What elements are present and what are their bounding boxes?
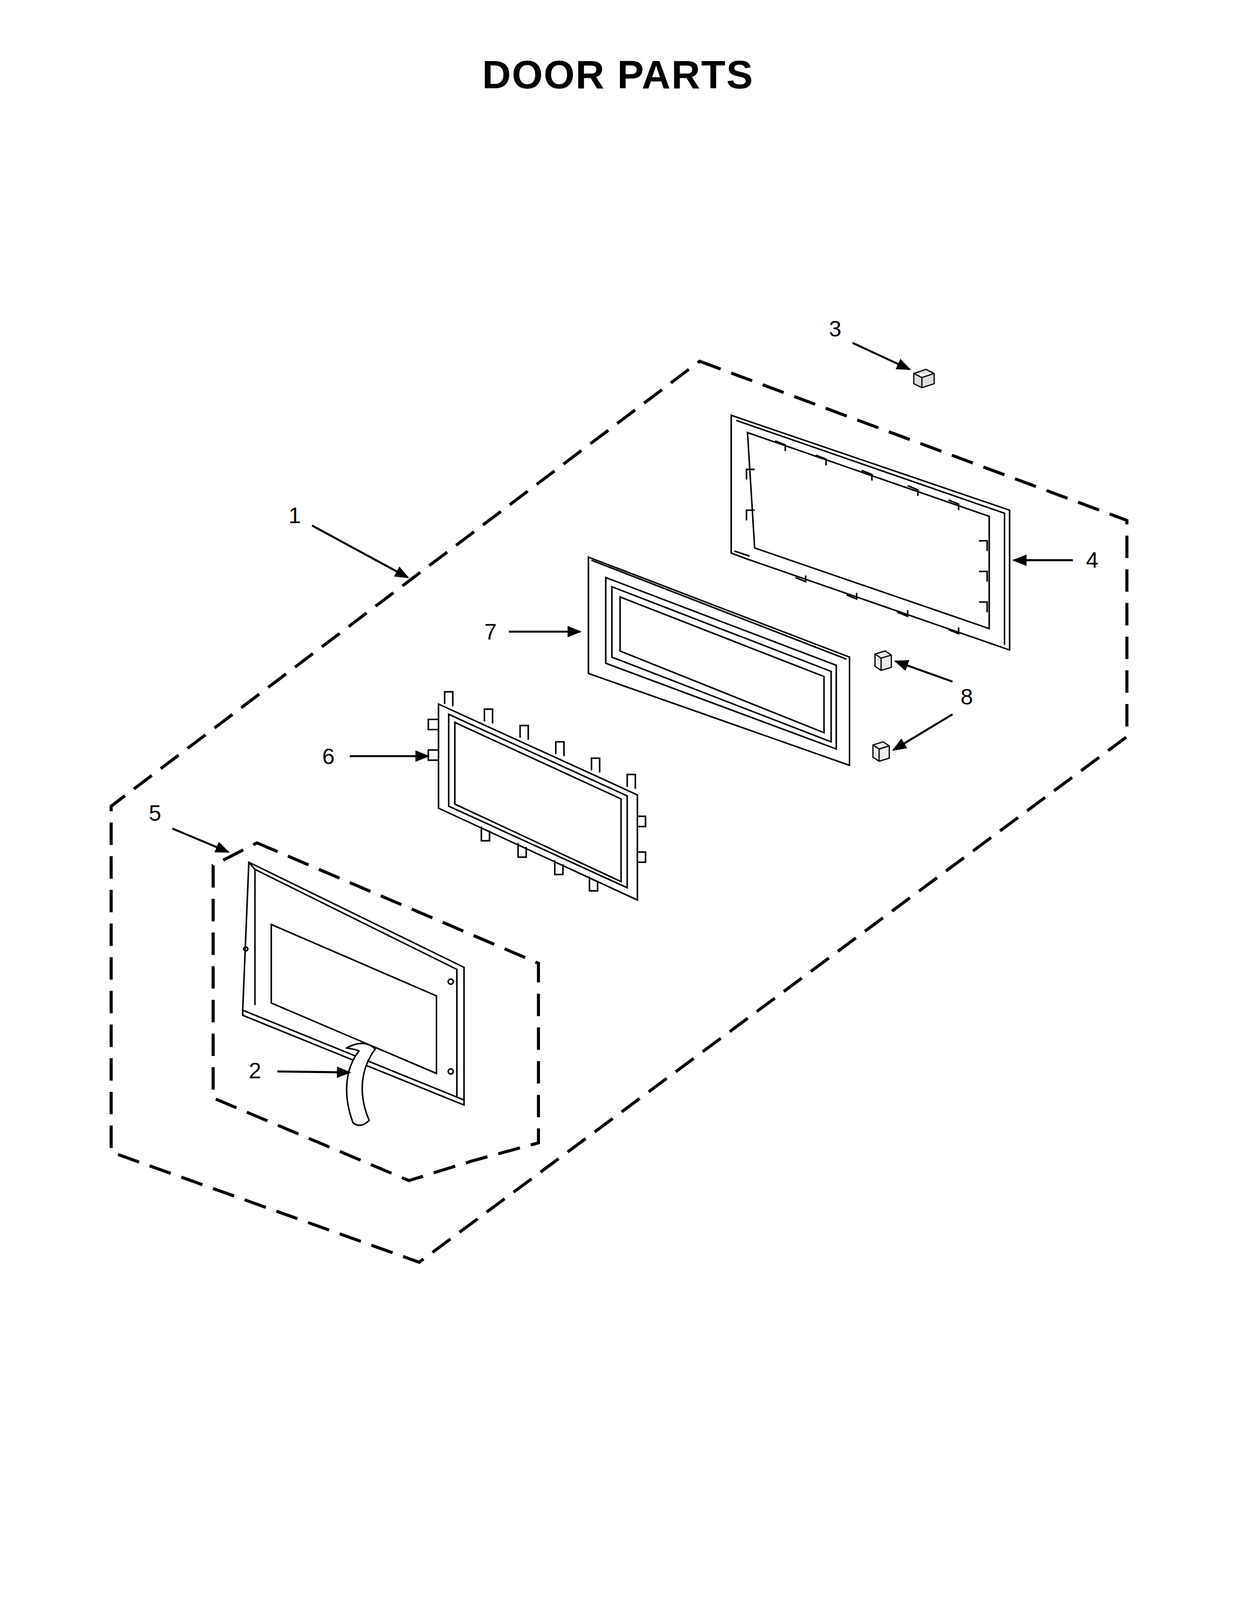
callout-number: 8: [960, 683, 974, 710]
part-8: [872, 650, 892, 761]
callout-number: 2: [248, 1057, 262, 1084]
part-6: [428, 691, 646, 900]
callout-number: 6: [322, 743, 335, 770]
callout-number: 4: [1086, 546, 1099, 573]
callout-number: 1: [288, 502, 302, 529]
part-2: [346, 1043, 376, 1126]
leader-lines: [172, 342, 1074, 1073]
assembly-outline: [110, 361, 1127, 1262]
callout-number: 5: [148, 799, 162, 826]
panel-outline: [213, 842, 539, 1181]
part-7: [588, 556, 850, 765]
callout-number: 3: [828, 315, 842, 342]
page-title: DOOR PARTS: [482, 51, 755, 98]
callout-number: 7: [484, 618, 497, 645]
part-3: [913, 369, 935, 388]
part-4: [731, 415, 1010, 650]
